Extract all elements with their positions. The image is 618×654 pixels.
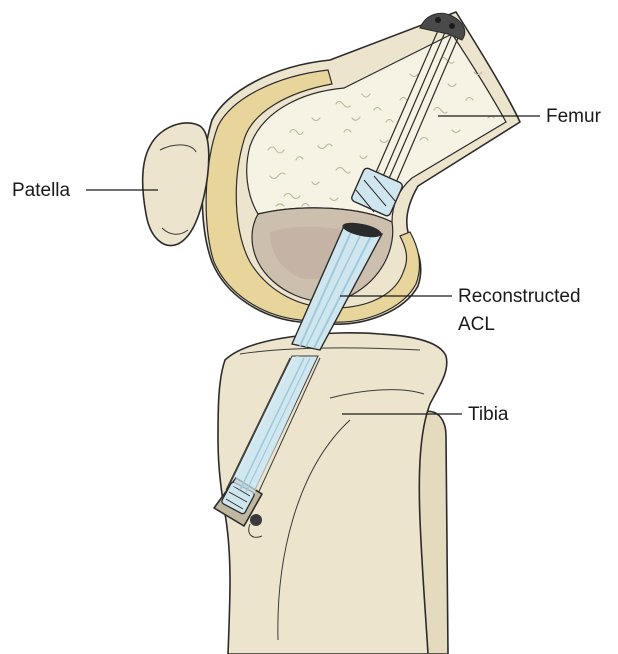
label-tibia-text: Tibia xyxy=(468,404,509,425)
label-patella-text: Patella xyxy=(12,180,71,201)
label-acl-line1: Reconstructed xyxy=(458,286,581,307)
label-acl-line2: ACL xyxy=(458,314,495,335)
label-patella: Patella xyxy=(12,180,158,201)
patella-bone xyxy=(143,123,209,246)
label-femur-text: Femur xyxy=(546,106,602,127)
